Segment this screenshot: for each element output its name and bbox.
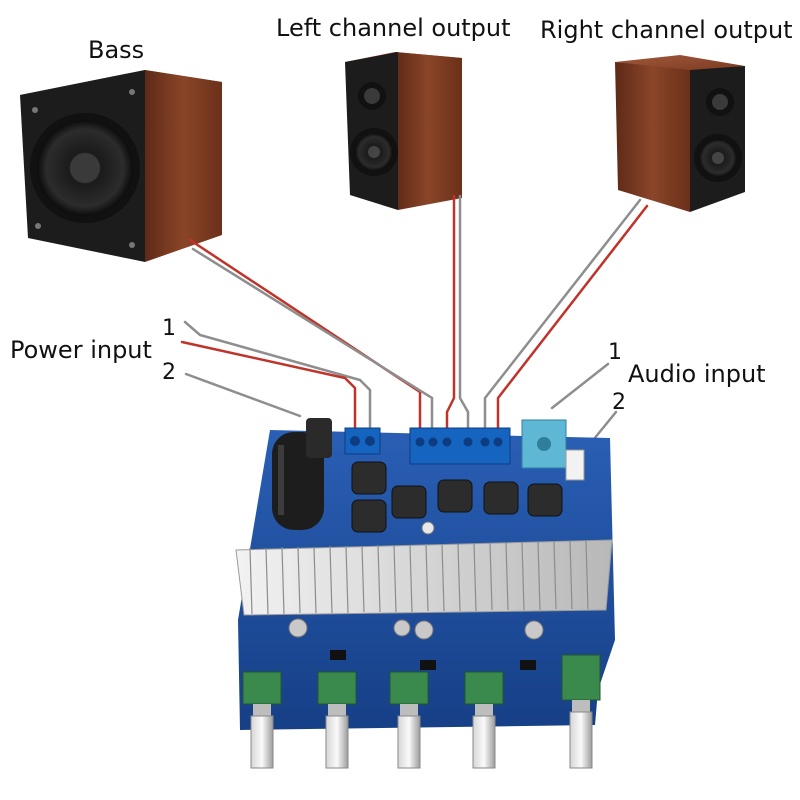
- speaker-output-terminal: [409, 427, 511, 465]
- audio-input-pin-2-label: 2: [612, 390, 626, 415]
- power-capacitor: [272, 418, 332, 530]
- pot-2: [317, 671, 357, 769]
- heatsink: [235, 539, 613, 616]
- potentiometers: [242, 654, 601, 769]
- audio-input-label: Audio input: [628, 360, 766, 388]
- right-channel-output-label: Right channel output: [540, 16, 793, 44]
- power-input-pin-2-label: 2: [162, 360, 176, 385]
- audio-input-pin-1-label: 1: [608, 340, 622, 365]
- right-wire-gray: [483, 198, 642, 432]
- chips: [330, 650, 536, 670]
- bass-wire-red: [188, 238, 422, 432]
- power-wire-2-gray: [184, 372, 302, 418]
- pot-4: [464, 671, 504, 769]
- audio-jack-3-5mm: [521, 419, 567, 469]
- power-terminal: [344, 427, 381, 455]
- pot-3: [389, 671, 429, 769]
- power-wire-1-gray: [183, 320, 372, 432]
- left-channel-speaker: [345, 52, 462, 210]
- audio-header: [565, 449, 585, 481]
- right-wire-red: [496, 204, 649, 432]
- small-components: [288, 521, 544, 640]
- bass-speaker: [20, 70, 222, 262]
- bass-wire-gray: [191, 247, 434, 432]
- audio-pointer-1: [550, 362, 610, 410]
- bass-label: Bass: [88, 36, 145, 64]
- wires: [180, 194, 649, 452]
- amplifier-board: [235, 418, 615, 769]
- power-input-label: Power input: [10, 336, 152, 364]
- right-channel-speaker: [615, 55, 745, 212]
- pot-5: [561, 654, 601, 769]
- left-channel-output-label: Left channel output: [276, 14, 511, 42]
- left-wire-gray: [458, 194, 470, 432]
- power-wire-1-red: [180, 340, 357, 432]
- inductors: [351, 461, 563, 533]
- pot-1: [242, 671, 282, 769]
- left-wire-red: [445, 194, 456, 432]
- power-input-pin-1-label: 1: [162, 316, 176, 341]
